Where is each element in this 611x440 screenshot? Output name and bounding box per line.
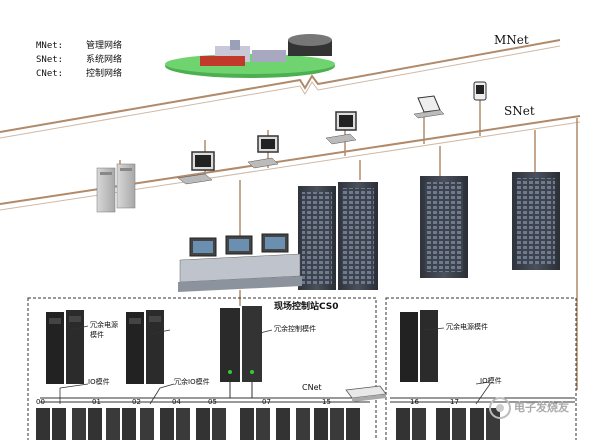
station-title: 现场控制站CS0 (274, 302, 339, 312)
slot-label: 17 (450, 398, 459, 406)
station-right-box (385, 297, 577, 440)
right-redundant-power-label: 冗余电源模件 (446, 323, 488, 331)
slot-label: 05 (208, 398, 217, 406)
legend-mnet-abbr: MNet: (36, 41, 64, 51)
slot-label: 00 (36, 398, 45, 406)
legend-mnet-desc: 管理网络 (86, 41, 123, 51)
legend-cnet-desc: 控制网络 (86, 69, 123, 79)
slot-label: 07 (262, 398, 271, 406)
station-cs0-box (27, 297, 377, 440)
laptop-icon (413, 95, 445, 119)
workstation-icon-2 (247, 135, 279, 169)
slot-label: 01 (92, 398, 101, 406)
redundant-control-label: 冗余控制模件 (274, 325, 316, 333)
right-io-module-label: IO模件 (480, 377, 502, 385)
right-redundant-power-module (400, 310, 438, 382)
server-icon (96, 163, 136, 213)
slot-label: 16 (410, 398, 419, 406)
slot-label: 02 (132, 398, 141, 406)
watermark-logo-icon (489, 397, 511, 419)
legend-cnet-abbr: CNet: (36, 69, 64, 79)
legend-snet-desc: 系统网络 (86, 55, 123, 65)
cnet-bus (40, 382, 575, 403)
redundant-control-module (220, 306, 262, 382)
redundant-io-module (126, 310, 164, 384)
cnet-switch-icon (345, 385, 387, 402)
watermark-text: 电子发烧友 (514, 401, 569, 414)
pda-icon (473, 81, 487, 101)
operator-console-icon (178, 233, 302, 292)
workstation-icon-3 (325, 111, 357, 145)
label-pointers (59, 325, 491, 405)
legend-snet-abbr: SNet: (36, 55, 64, 65)
management-plant-icon (165, 34, 335, 78)
cabinet-group (298, 172, 560, 290)
slot-label: 15 (322, 398, 331, 406)
redundant-power-label: 冗余电源模件 (90, 321, 118, 339)
io-module-row (36, 408, 360, 440)
cnet-label: CNet (302, 383, 322, 392)
io-module-row-right (396, 408, 500, 440)
slot-label: 04 (172, 398, 181, 406)
mnet-line (0, 39, 561, 139)
redundant-io-label: 冗余IO模件 (174, 378, 210, 386)
mnet-label: MNet (494, 33, 529, 47)
snet-label: SNet (504, 104, 535, 118)
workstation-icon-1 (177, 151, 215, 185)
redundant-power-module (46, 310, 84, 384)
snet-line (0, 115, 581, 211)
io-module-label: IO模件 (88, 378, 110, 386)
